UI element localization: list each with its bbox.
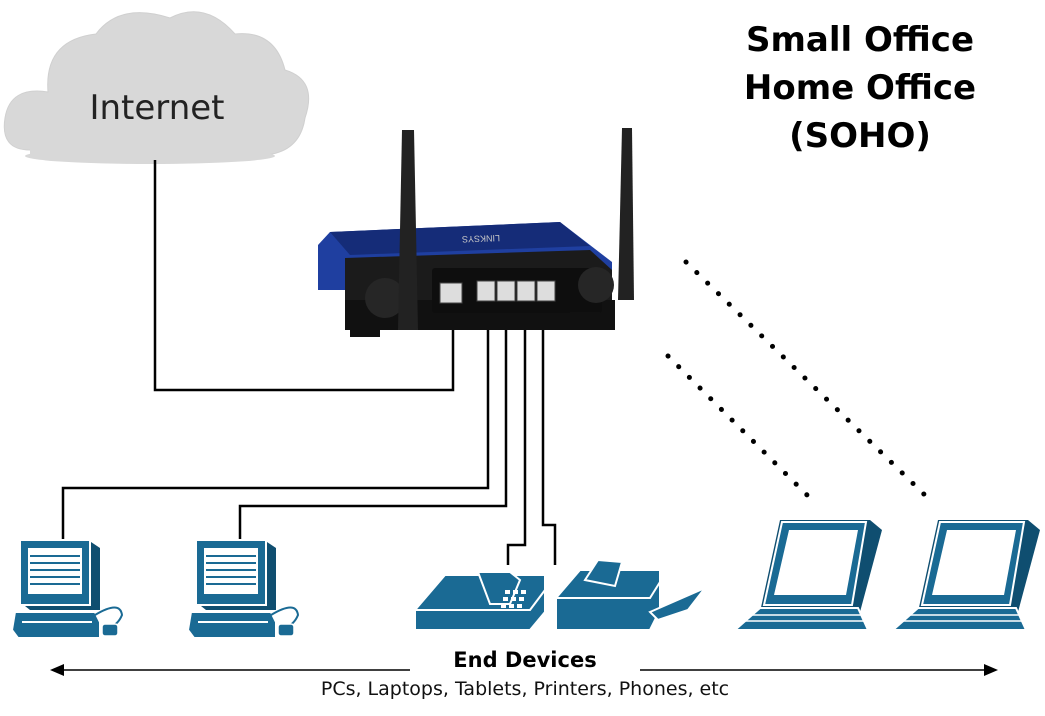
- lan-port-3: [516, 280, 536, 302]
- internet-cable: [153, 160, 455, 392]
- pc1-cable: [61, 300, 490, 540]
- wireless-links: [665, 259, 935, 505]
- wireless-link-laptop2: [683, 259, 935, 505]
- end-devices-subtitle: PCs, Laptops, Tablets, Printers, Phones,…: [320, 678, 730, 700]
- title-line-3: (SOHO): [789, 116, 931, 156]
- lan-port-1: [476, 280, 496, 302]
- cloud-icon: [3, 11, 310, 164]
- printer-icon: [555, 558, 706, 631]
- wan-port: [439, 282, 463, 304]
- phone-cable: [506, 300, 527, 565]
- wired-connections: [61, 160, 557, 565]
- pc2-cable: [238, 300, 508, 540]
- lan-port-4: [536, 280, 556, 302]
- wireless-link-laptop1: [665, 353, 815, 503]
- laptop-icon: [732, 520, 882, 631]
- desktop-pc-icon: [186, 539, 300, 639]
- internet-label: Internet: [89, 88, 225, 128]
- wireless-router-icon: LINKSYS: [318, 128, 634, 337]
- phone-icon: [414, 571, 546, 631]
- desktop-pc-icon: [10, 539, 124, 639]
- end-devices-label: End Devices: [410, 648, 640, 672]
- router-brand: LINKSYS: [462, 233, 500, 244]
- title-line-1: Small Office: [745, 20, 975, 60]
- printer-cable: [541, 300, 557, 565]
- laptop-icon: [890, 520, 1040, 631]
- lan-port-2: [496, 280, 516, 302]
- title-line-2: Home Office: [743, 68, 977, 108]
